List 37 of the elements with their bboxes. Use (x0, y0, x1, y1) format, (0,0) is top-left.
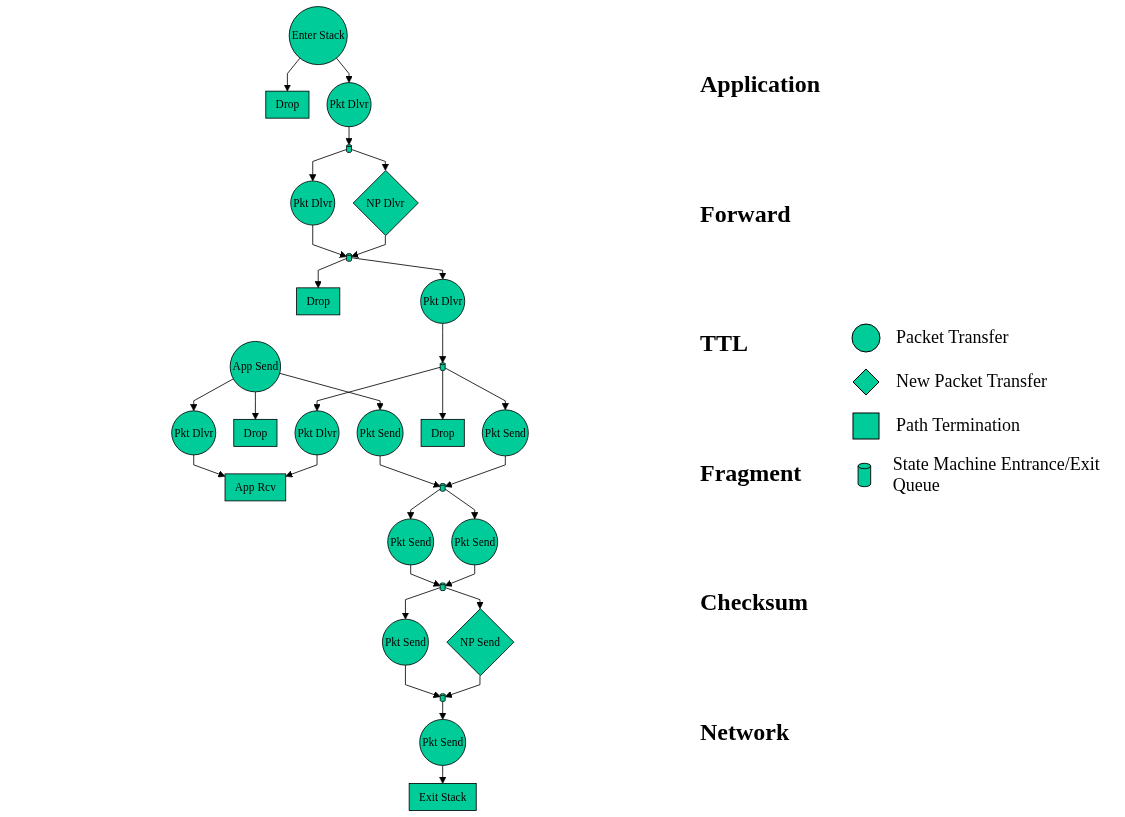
stage-label: Network (700, 718, 790, 746)
node-circle: Pkt Send (481, 409, 529, 457)
node-box: App Rcv (224, 473, 287, 502)
node-circle: Pkt Dlvr (420, 278, 466, 324)
stage-label: Checksum (700, 589, 808, 617)
node-circle: Pkt Dlvr (294, 410, 340, 456)
node-circle: App Send (229, 341, 282, 393)
node-diamond: NP Send (446, 608, 515, 677)
node-circle: Pkt Dlvr (326, 82, 372, 128)
node-cylinder (439, 483, 446, 492)
node-cylinder (346, 144, 352, 153)
node-diamond: NP Dlvr (352, 170, 419, 236)
node-cylinder (439, 582, 446, 592)
node-circle: Pkt Dlvr (290, 180, 336, 226)
node-box: Drop (233, 418, 278, 447)
node-cylinder (439, 362, 446, 371)
legend-text: State Machine Entrance/Exit Queue (892, 453, 1101, 496)
node-box: Exit Stack (408, 783, 477, 811)
node-circle: Pkt Send (387, 518, 435, 566)
node-cylinder (439, 693, 446, 702)
stage-label: Fragment (700, 459, 802, 487)
node-box: Drop (296, 287, 341, 316)
node-circle: Pkt Dlvr (171, 410, 217, 456)
stage-label: Application (700, 71, 821, 99)
legend-text: Path Termination (896, 415, 1020, 436)
node-circle: Pkt Send (419, 719, 467, 766)
node-circle: Pkt Send (451, 518, 499, 566)
legend-text: New Packet Transfer (896, 371, 1047, 392)
node-circle: Pkt Send (382, 618, 429, 666)
node-box: Drop (420, 418, 465, 447)
node-cylinder (346, 253, 352, 262)
stage-label: Forward (700, 200, 791, 228)
legend-text: Packet Transfer (896, 327, 1009, 348)
node-circle: Pkt Send (356, 409, 404, 457)
node-box: Drop (265, 90, 310, 119)
stage-label: TTL (700, 330, 749, 358)
node-circle: Enter Stack (288, 6, 348, 65)
